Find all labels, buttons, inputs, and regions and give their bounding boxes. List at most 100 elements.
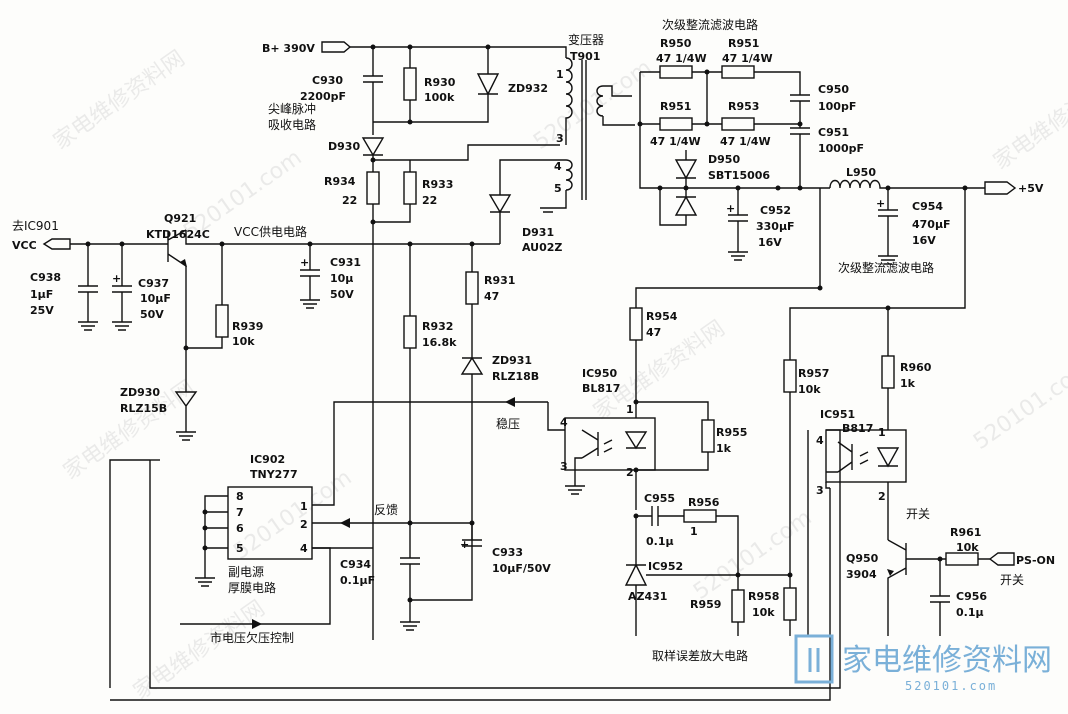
part-value: 100pF bbox=[818, 100, 856, 113]
transistor-q921 bbox=[160, 229, 187, 267]
net-label-5v: +5V bbox=[1018, 182, 1044, 195]
part-label: IC902 bbox=[250, 453, 285, 466]
part-value: 10μ bbox=[330, 272, 353, 285]
part-value: 1k bbox=[716, 442, 732, 455]
wire bbox=[789, 188, 966, 356]
part-value: 47 1/4W bbox=[656, 52, 707, 65]
pin-label: 1 bbox=[878, 426, 886, 439]
part-label: R961 bbox=[950, 526, 981, 539]
part-label: C952 bbox=[760, 204, 791, 217]
polarity-mark: + bbox=[112, 272, 121, 285]
part-label: R951 bbox=[728, 37, 759, 50]
part-value: KTD1624C bbox=[146, 228, 210, 241]
part-value: 330μF bbox=[756, 220, 795, 233]
resistor-r961 bbox=[945, 552, 979, 566]
regulator-ic952 bbox=[624, 516, 648, 636]
diode-d931 bbox=[488, 194, 512, 214]
part-value: 47 1/4W bbox=[650, 135, 701, 148]
part-value: 25V bbox=[30, 304, 54, 317]
pin-label: 3 bbox=[556, 132, 564, 145]
part-label: C934 bbox=[340, 558, 371, 571]
transformer-core bbox=[581, 60, 587, 200]
pin-label: 4 bbox=[300, 542, 308, 555]
b-plus-terminal bbox=[321, 41, 352, 53]
part-label: R954 bbox=[646, 310, 678, 323]
logo-url: 520101.com bbox=[905, 679, 997, 693]
pin-label: 4 bbox=[554, 160, 562, 173]
resistor-r951a bbox=[721, 65, 755, 79]
site-logo: 家电维修资料网 520101.com bbox=[794, 634, 1052, 693]
pin-label: 7 bbox=[236, 506, 244, 519]
part-value: 0.1μ bbox=[956, 606, 984, 619]
part-value: AU02Z bbox=[522, 241, 562, 254]
part-value: B817 bbox=[842, 422, 873, 435]
wire bbox=[109, 459, 150, 688]
part-value: 16.8k bbox=[422, 336, 457, 349]
part-label: D931 bbox=[522, 226, 554, 239]
part-value: 16V bbox=[912, 234, 936, 247]
part-value: 3904 bbox=[846, 568, 877, 581]
resistor-r958 bbox=[783, 587, 797, 621]
section-title: 反馈 bbox=[374, 503, 398, 517]
transistor-q950 bbox=[887, 539, 940, 636]
ic951-light bbox=[859, 451, 869, 465]
ic950-light bbox=[603, 439, 613, 453]
section-title: 尖峰脉冲 bbox=[268, 101, 316, 116]
ic951-led bbox=[876, 447, 900, 468]
part-label: R953 bbox=[728, 100, 759, 113]
pin-label: 6 bbox=[236, 522, 244, 535]
watermark-text: 家电维修资料网 bbox=[49, 46, 190, 155]
net-label-ps-on: PS-ON bbox=[1016, 554, 1055, 567]
part-value: 1000pF bbox=[818, 142, 864, 155]
section-title: 去IC901 bbox=[12, 219, 59, 233]
ground-symbol bbox=[540, 190, 567, 213]
part-value: 50V bbox=[330, 288, 354, 301]
part-value: 47 bbox=[646, 326, 661, 339]
part-value: 10k bbox=[798, 383, 821, 396]
section-title: 厚膜电路 bbox=[228, 580, 276, 595]
resistor-r960 bbox=[881, 355, 895, 389]
part-value: 100k bbox=[424, 91, 455, 104]
polarity-mark: + bbox=[460, 538, 469, 551]
zener-zd931 bbox=[410, 350, 484, 601]
wire bbox=[185, 230, 500, 245]
pin-label: 5 bbox=[554, 182, 562, 195]
wire bbox=[499, 159, 566, 195]
section-title: 次级整流滤波电路 bbox=[838, 260, 934, 275]
part-label: Q950 bbox=[846, 552, 879, 565]
pin-label: 5 bbox=[236, 542, 244, 555]
diode-d930 bbox=[361, 137, 385, 157]
part-value: 22 bbox=[422, 194, 437, 207]
ic951-phototransistor bbox=[837, 441, 853, 473]
part-label: R958 bbox=[748, 590, 779, 603]
diode-d950-a bbox=[674, 159, 698, 180]
capacitor-c930 bbox=[363, 47, 383, 135]
resistor-r951b bbox=[659, 117, 693, 131]
polarity-mark: + bbox=[300, 256, 309, 269]
wire bbox=[639, 124, 686, 189]
part-label: IC952 bbox=[648, 560, 683, 573]
part-value: TNY277 bbox=[250, 468, 298, 481]
part-value: 47 bbox=[484, 290, 499, 303]
pin-label: 8 bbox=[236, 490, 244, 503]
part-value: 10μF/50V bbox=[492, 562, 551, 575]
section-title: 变压器 bbox=[568, 32, 604, 47]
part-value: 10k bbox=[232, 335, 255, 348]
resistor-r931 bbox=[465, 271, 479, 305]
part-label: R957 bbox=[798, 367, 829, 380]
part-label: R956 bbox=[688, 496, 720, 509]
part-value: SBT15006 bbox=[708, 169, 770, 182]
part-value: RLZ15B bbox=[120, 402, 167, 415]
part-label: R939 bbox=[232, 320, 263, 333]
section-title: 开关 bbox=[906, 507, 930, 521]
pin-label: 2 bbox=[878, 490, 886, 503]
wire bbox=[312, 401, 548, 506]
part-value: 47 1/4W bbox=[720, 135, 771, 148]
pin-label: 3 bbox=[816, 484, 824, 497]
inductor-l950 bbox=[829, 179, 985, 189]
resistor-r955 bbox=[701, 419, 715, 453]
pin-label: 2 bbox=[626, 466, 634, 479]
section-title: 次级整流滤波电路 bbox=[662, 17, 758, 32]
